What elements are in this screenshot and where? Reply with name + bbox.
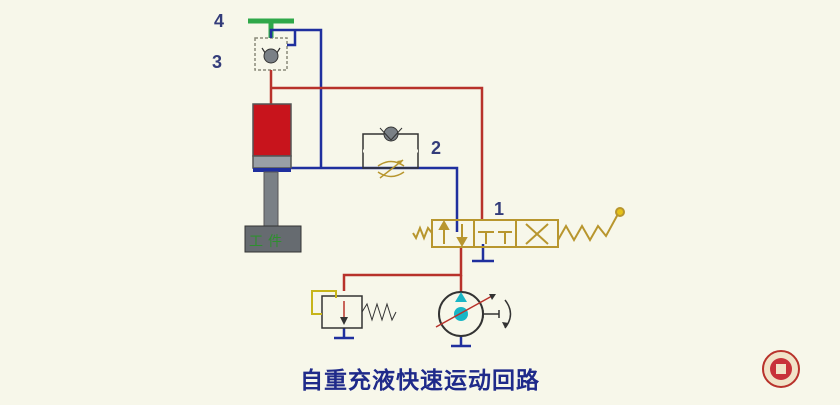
university-seal-icon xyxy=(762,350,800,388)
prefill-check-valve-icon xyxy=(254,37,288,71)
label-2: 2 xyxy=(431,138,442,158)
label-4: 4 xyxy=(214,11,225,31)
label-1: 1 xyxy=(494,199,505,219)
relief-valve-icon xyxy=(311,290,397,329)
diagram-caption: 自重充液快速运动回路 xyxy=(300,368,540,394)
directional-valve-4-3-icon xyxy=(412,207,625,248)
hydraulic-cylinder xyxy=(252,103,292,233)
workpiece xyxy=(244,225,302,253)
label-3: 3 xyxy=(212,52,223,72)
workpiece-label: 工件 xyxy=(249,234,287,250)
throttle-check-valve-icon xyxy=(362,126,419,179)
pressure-lines xyxy=(269,70,484,300)
variable-pump-icon xyxy=(435,291,512,337)
return-lines xyxy=(263,28,494,348)
